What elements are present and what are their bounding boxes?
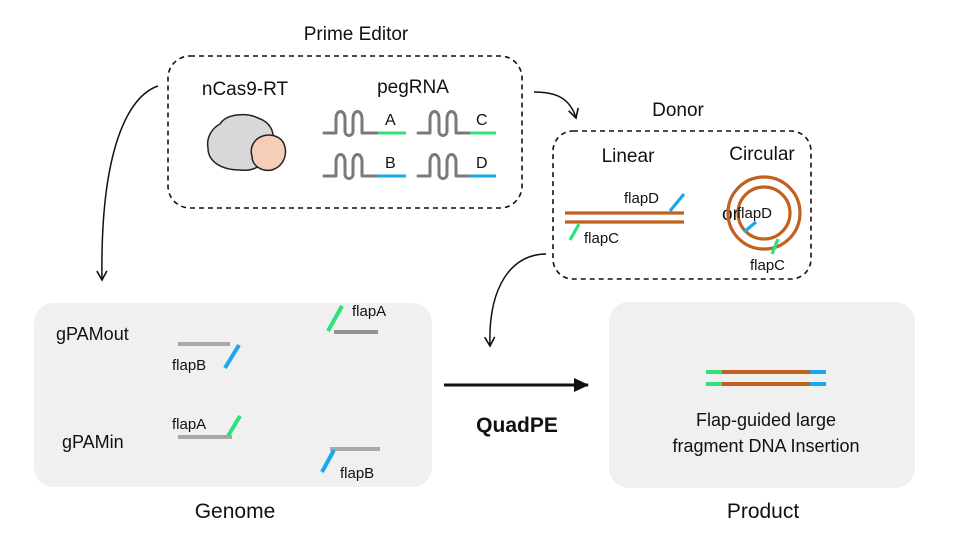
gpamout-flapb-label: flapB [172, 357, 206, 374]
linear-label: Linear [602, 146, 655, 167]
pegrna-a-icon [322, 110, 406, 137]
gpamin-dna-icon [178, 414, 382, 473]
rt-domain-shape [250, 134, 287, 172]
gpamin-label: gPAMin [62, 432, 124, 452]
or-label: or [722, 204, 740, 225]
product-group: Flap-guided large fragment DNA Insertion [609, 302, 915, 488]
genome-panel [34, 303, 432, 487]
pegrna-label: pegRNA [377, 77, 449, 98]
product-panel [609, 302, 915, 488]
arrow-donor-to-product [484, 253, 547, 348]
ncas9-rt-protein-icon [206, 113, 287, 172]
pegrna-c-label: C [476, 112, 488, 129]
linear-donor-icon [565, 192, 686, 241]
product-dna-icon [652, 370, 880, 386]
gpamout-flapa-label: flapA [352, 303, 386, 320]
circular-flapd-label: flapD [737, 205, 772, 222]
product-caption: Product [727, 500, 800, 523]
arrow-prime-editor-to-donor [533, 91, 579, 120]
pegrna-b-icon [322, 153, 406, 180]
product-description-line1: Flap-guided large [696, 410, 836, 430]
donor-title: Donor [652, 100, 704, 121]
circular-donor-icon [726, 175, 802, 255]
pegrna-d-label: D [476, 155, 488, 172]
prime-editor-group: Prime Editor nCas9-RT pegRNA A B C [167, 24, 523, 209]
circular-flapc-label: flapC [750, 257, 785, 274]
circular-label: Circular [729, 144, 795, 165]
genome-group: gPAMout flapA flapB gPAMin flapA flapB [34, 303, 432, 487]
prime-editor-box [167, 55, 523, 209]
gpamout-dna-icon [178, 305, 380, 370]
genome-caption: Genome [195, 500, 276, 523]
linear-flapc-label: flapC [584, 230, 619, 247]
pegrna-d-icon [416, 153, 496, 180]
donor-box [552, 130, 812, 280]
ncas9-rt-label: nCas9-RT [202, 79, 289, 100]
pegrna-a-label: A [385, 112, 396, 129]
donor-group: Donor Linear Circular flapD flapC or fla… [552, 100, 812, 280]
gpamin-flapb-label: flapB [340, 465, 374, 482]
prime-editor-title: Prime Editor [304, 24, 409, 45]
pegrna-b-label: B [385, 155, 396, 172]
arrow-prime-editor-to-genome [96, 85, 159, 282]
gpamout-label: gPAMout [56, 324, 129, 344]
quadpe-label: QuadPE [476, 414, 558, 437]
product-description-line2: fragment DNA Insertion [672, 436, 859, 456]
linear-flapd-label: flapD [624, 190, 659, 207]
pegrna-c-icon [416, 110, 496, 137]
gpamin-flapa-label: flapA [172, 416, 206, 433]
